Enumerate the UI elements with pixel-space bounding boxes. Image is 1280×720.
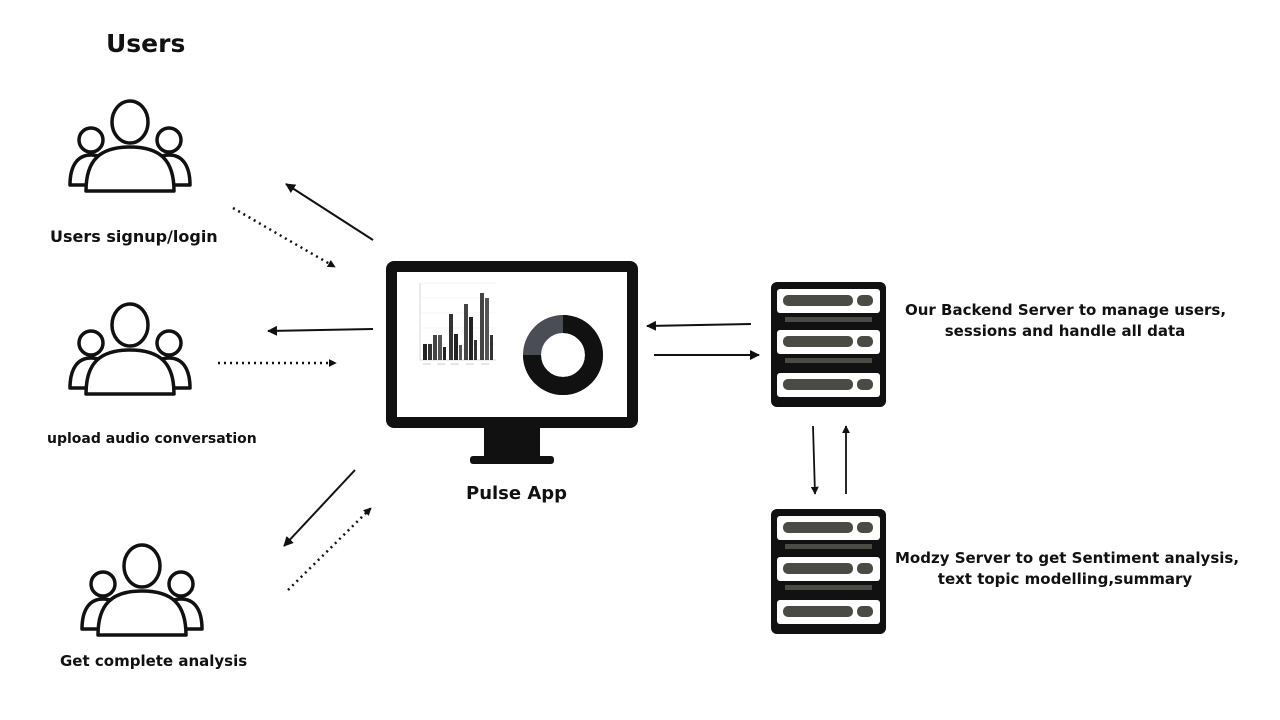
label-backend-line2: sessions and handle all data [944, 322, 1186, 340]
screen-bar-chart [419, 282, 496, 365]
backend-server-icon [771, 282, 886, 407]
arrow-app-to-upload [267, 325, 374, 336]
label-signup: Users signup/login [50, 227, 218, 246]
arrow-backend-to-modzy [810, 425, 819, 495]
arrow-backend-to-app [646, 320, 752, 331]
label-backend-server: Our Backend Server to manage users, sess… [905, 300, 1227, 342]
modzy-server-icon [771, 509, 886, 634]
users-group-icon-3 [80, 543, 204, 637]
users-group-icon-1 [68, 99, 192, 193]
arrow-app-to-analysis [283, 469, 356, 547]
users-title: Users [106, 29, 186, 58]
monitor-icon [386, 261, 638, 464]
label-upload: upload audio conversation [47, 431, 257, 447]
label-pulse-app: Pulse App [466, 483, 568, 504]
arrow-app-to-signup [285, 183, 374, 241]
label-modzy-server: Modzy Server to get Sentiment analysis, … [895, 548, 1240, 590]
users-group-icon-2 [68, 302, 192, 396]
arrow-analysis-to-app [287, 507, 372, 591]
arrow-signup-to-app [232, 206, 336, 269]
label-modzy-line1: Modzy Server to get Sentiment analysis, [895, 549, 1240, 567]
label-modzy-line2: text topic modelling,summary [937, 570, 1193, 588]
label-analysis: Get complete analysis [60, 652, 248, 670]
screen-donut-chart [523, 315, 603, 395]
label-backend-line1: Our Backend Server to manage users, [905, 301, 1227, 319]
